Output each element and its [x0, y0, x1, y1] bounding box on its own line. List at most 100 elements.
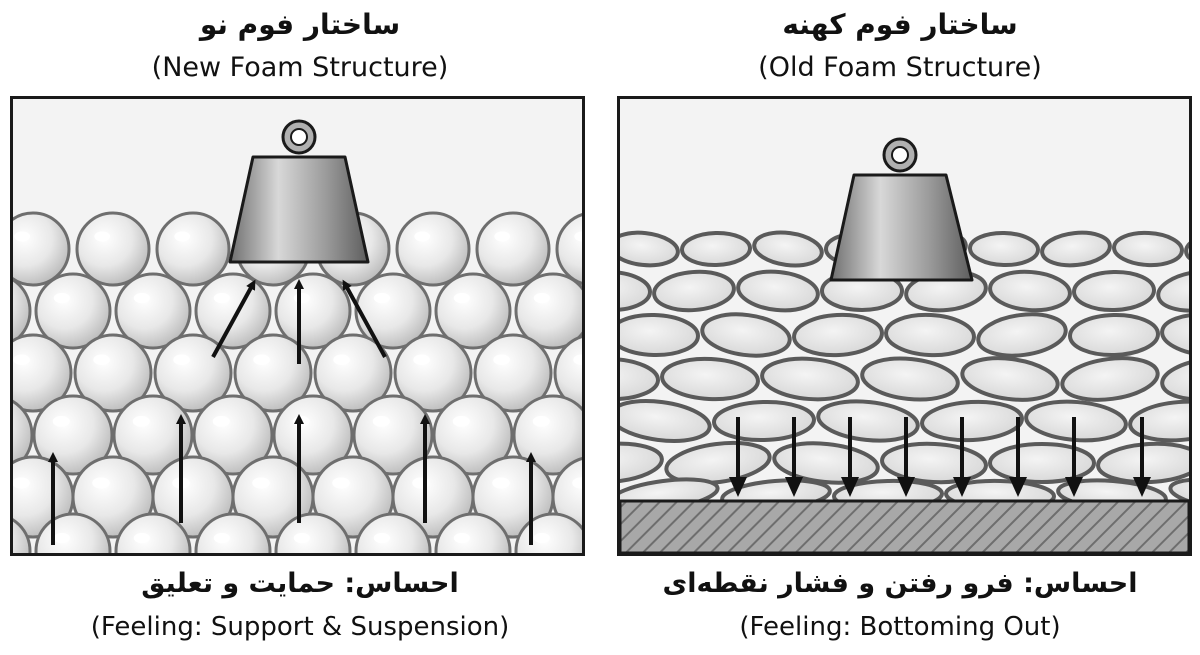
- foam-bubble: [13, 399, 34, 471]
- old-foam-title-english: (Old Foam Structure): [758, 52, 1042, 83]
- foam-bubble: [354, 272, 432, 350]
- foam-bubble: [274, 272, 352, 350]
- old-foam-caption-persian: احساس: فرو رفتن و فشار نقطه‌ای: [662, 568, 1138, 599]
- new-foam-panel: ساختار فوم نو (New Foam Structure): [10, 8, 585, 642]
- bubble-highlight: [93, 354, 110, 366]
- foam-bubble: [434, 272, 512, 350]
- foam-cell: [620, 312, 700, 358]
- old-foam-panel: ساختار فوم کهنه (Old Foam Structure): [600, 0, 1200, 655]
- foam-bubble: [114, 272, 192, 350]
- foam-bubble: [13, 518, 32, 553]
- foam-cell: [1156, 269, 1189, 313]
- support-arrows-group: [48, 279, 536, 545]
- bubble-highlight: [13, 354, 30, 366]
- bubble-highlight: [574, 231, 582, 242]
- foam-bubble: [274, 512, 352, 553]
- bubble-highlight: [132, 415, 150, 427]
- bubble-highlight: [492, 477, 510, 489]
- bubble-highlight: [414, 231, 431, 242]
- up-arrow-icon: [342, 279, 387, 358]
- bubble-highlight: [133, 292, 151, 304]
- foam-bubble: [395, 211, 471, 287]
- foam-cell: [620, 230, 680, 268]
- bubble-highlight: [14, 231, 31, 242]
- foam-bubble: [153, 333, 233, 413]
- bubble-highlight: [452, 415, 470, 427]
- foam-bubble: [352, 394, 434, 476]
- foam-bubble: [432, 394, 514, 476]
- foam-cell: [976, 312, 1068, 358]
- bubble-highlight: [573, 354, 582, 366]
- foam-cell: [816, 399, 920, 443]
- new-foam-caption-persian: احساس: حمایت و تعلیق: [141, 568, 459, 599]
- foam-bubble: [514, 272, 582, 350]
- weight-icon: [228, 119, 370, 264]
- foam-cell: [988, 442, 1096, 484]
- foam-bubble: [473, 333, 553, 413]
- foam-cell: [652, 269, 736, 313]
- foam-bubble: [475, 211, 551, 287]
- foam-cell: [1160, 356, 1189, 402]
- new-foam-diagram: [10, 96, 585, 556]
- old-foam-illustration: [620, 137, 1189, 553]
- foam-bubble: [393, 333, 473, 413]
- bubble-highlight: [174, 231, 191, 242]
- foam-cell: [1068, 312, 1160, 358]
- weight-icon: [829, 137, 974, 282]
- foam-bubble: [13, 278, 32, 344]
- bubble-highlight: [53, 532, 71, 544]
- foam-cell: [620, 399, 712, 443]
- foam-cell: [700, 312, 792, 358]
- foam-cell: [1060, 356, 1160, 402]
- foam-cell: [736, 269, 820, 313]
- bubble-highlight: [94, 231, 111, 242]
- up-arrow-icon: [211, 279, 256, 358]
- foam-bubble: [194, 272, 272, 350]
- foam-cell: [1040, 230, 1112, 268]
- foam-cell: [920, 399, 1024, 443]
- bubble-highlight: [533, 292, 551, 304]
- foam-bubble: [112, 394, 194, 476]
- foam-cell: [860, 356, 960, 402]
- foam-bubble: [73, 333, 153, 413]
- bubble-highlight: [412, 477, 430, 489]
- foam-bubble: [434, 512, 512, 553]
- down-arrow-icon: [1065, 477, 1083, 497]
- down-arrow-icon: [1009, 477, 1027, 497]
- bubble-highlight: [373, 292, 391, 304]
- bubble-highlight: [213, 532, 231, 544]
- foam-cell: [752, 230, 824, 268]
- bubble-highlight: [13, 477, 30, 489]
- old-foam-title-persian: ساختار فوم کهنه: [782, 8, 1018, 41]
- bubble-highlight: [373, 532, 391, 544]
- bubble-highlight: [252, 477, 270, 489]
- foam-cell: [760, 356, 860, 402]
- new-foam-title-persian: ساختار فوم نو: [199, 8, 401, 41]
- bubble-highlight: [53, 292, 71, 304]
- foam-bubble: [192, 394, 274, 476]
- foam-cell: [884, 312, 976, 358]
- foam-cell: [1096, 441, 1189, 485]
- foam-cell: [1160, 312, 1189, 358]
- old-foam-diagram: [617, 96, 1192, 556]
- foam-cell: [1184, 230, 1189, 268]
- bubble-highlight: [372, 415, 390, 427]
- foam-bubble: [75, 211, 151, 287]
- new-foam-caption-english: (Feeling: Support & Suspension): [90, 612, 510, 642]
- foam-bubble: [13, 333, 73, 413]
- bubble-highlight: [292, 415, 310, 427]
- bubble-highlight: [253, 354, 270, 366]
- foam-bubble: [114, 512, 192, 553]
- bubble-highlight: [133, 532, 151, 544]
- foam-bubble: [155, 211, 231, 287]
- foam-bubble: [194, 512, 272, 553]
- down-arrow-icon: [785, 477, 803, 497]
- down-arrow-icon: [841, 477, 859, 497]
- foam-bubble: [34, 272, 112, 350]
- foam-bubble: [233, 333, 313, 413]
- new-foam-title-english: (New Foam Structure): [151, 52, 449, 83]
- bubble-highlight: [532, 415, 550, 427]
- bubble-highlight: [572, 477, 582, 489]
- foam-cell: [712, 399, 816, 443]
- foam-bubble: [354, 512, 432, 553]
